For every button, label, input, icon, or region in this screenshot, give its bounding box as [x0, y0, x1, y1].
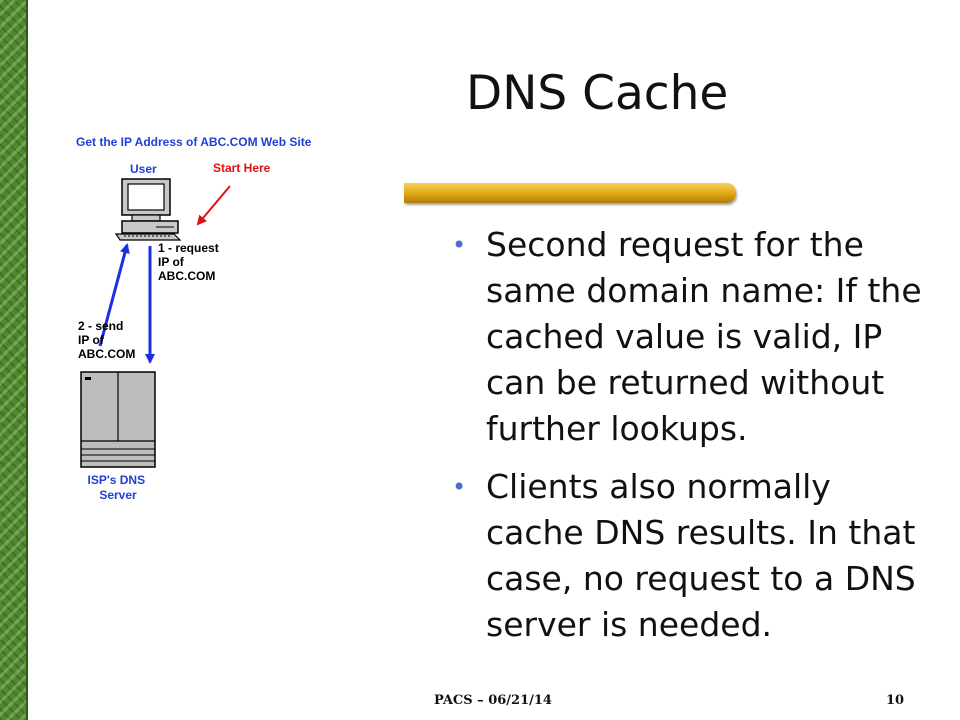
bullet-dot-icon: •: [452, 231, 467, 259]
bullet-text: Second request for the same domain name:…: [486, 225, 922, 448]
diagram-heading: Get the IP Address of ABC.COM Web Site: [76, 135, 312, 149]
start-here-label: Start Here: [213, 161, 271, 175]
server-icon: [80, 371, 156, 468]
page-number: 10: [886, 693, 905, 708]
title-underline-bar: [404, 183, 736, 203]
dns-diagram: Get the IP Address of ABC.COM Web Site U…: [76, 135, 312, 502]
bullet-list: • Second request for the same domain nam…: [446, 222, 936, 660]
bullet-item: • Clients also normally cache DNS result…: [446, 464, 936, 648]
user-label: User: [130, 162, 157, 176]
bullet-item: • Second request for the same domain nam…: [446, 222, 936, 452]
bullet-dot-icon: •: [452, 473, 467, 501]
server-caption: ISP's DNS Server: [88, 473, 149, 502]
response-arrow: [98, 243, 130, 347]
slide-title: DNS Cache: [466, 66, 729, 121]
start-arrow: [196, 185, 231, 226]
request-caption: 1 - request IP of ABC.COM: [158, 241, 222, 283]
send-caption: 2 - send IP of ABC.COM: [78, 319, 135, 361]
computer-icon: [114, 178, 182, 241]
decorative-border: [0, 0, 28, 720]
footer-date: PACS – 06/21/14: [434, 693, 552, 708]
bullet-text: Clients also normally cache DNS results.…: [486, 467, 916, 644]
